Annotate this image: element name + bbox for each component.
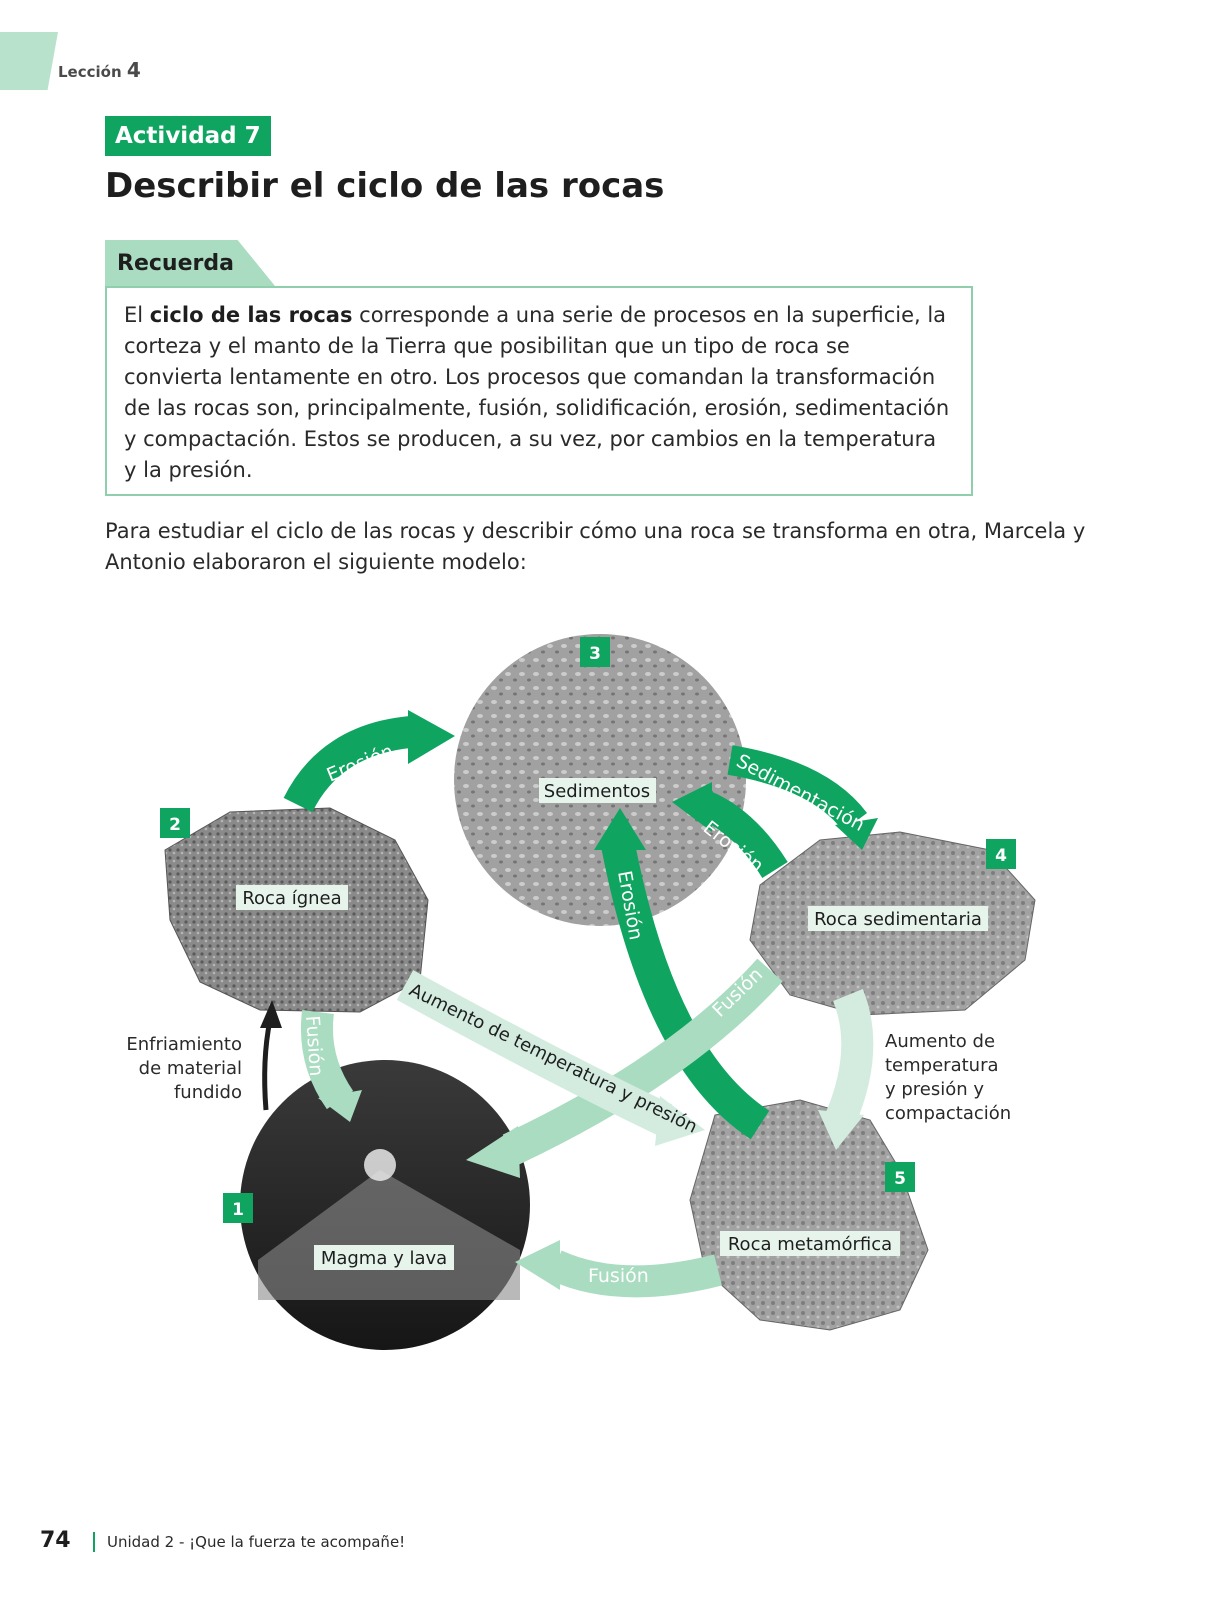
node-label-1: Magma y lava bbox=[314, 1245, 454, 1270]
svg-text:temperatura: temperatura bbox=[885, 1055, 999, 1076]
node-label-4: Roca sedimentaria bbox=[808, 906, 988, 931]
arrow-aumento-diag bbox=[396, 970, 705, 1146]
svg-text:1: 1 bbox=[232, 1200, 244, 1220]
svg-text:4: 4 bbox=[995, 846, 1007, 866]
recuerda-label: Recuerda bbox=[117, 251, 234, 276]
page-title: Describir el ciclo de las rocas bbox=[105, 166, 665, 206]
arrow-erosion-center bbox=[594, 808, 770, 1140]
svg-text:Enfriamiento: Enfriamiento bbox=[126, 1034, 242, 1055]
node-number-4: 4 bbox=[986, 839, 1016, 869]
arrow-compactacion bbox=[818, 989, 874, 1150]
arrow-enfriamiento bbox=[260, 1000, 282, 1111]
recuerda-text: El ciclo de las rocas corresponde a una … bbox=[124, 303, 950, 482]
svg-text:y presión y: y presión y bbox=[885, 1079, 984, 1100]
footer-divider bbox=[93, 1532, 95, 1552]
label-fusion-left: Fusión bbox=[301, 1015, 327, 1077]
intro-paragraph: Para estudiar el ciclo de las rocas y de… bbox=[105, 519, 1086, 574]
node-number-1: 1 bbox=[223, 1193, 253, 1223]
svg-text:2: 2 bbox=[169, 815, 181, 835]
arrow-sedimentacion bbox=[727, 745, 878, 850]
node-number-5: 5 bbox=[885, 1162, 915, 1192]
arrow-fusion-diag bbox=[466, 958, 783, 1178]
svg-text:Sedimentos: Sedimentos bbox=[544, 781, 650, 802]
svg-text:Roca ígnea: Roca ígnea bbox=[242, 888, 341, 909]
svg-text:Magma y lava: Magma y lava bbox=[321, 1248, 447, 1269]
svg-text:fundido: fundido bbox=[174, 1082, 242, 1103]
compactacion-text: Aumento de temperatura y presión y compa… bbox=[885, 1031, 1011, 1124]
node-label-2: Roca ígnea bbox=[236, 885, 348, 910]
arrow-fusion-left bbox=[300, 1010, 362, 1122]
node-number-3: 3 bbox=[580, 637, 610, 667]
svg-text:5: 5 bbox=[894, 1169, 906, 1189]
svg-text:Roca metamórfica: Roca metamórfica bbox=[728, 1234, 892, 1255]
page-number: 74 bbox=[40, 1528, 71, 1553]
node-5-metamorphic-rock-image bbox=[689, 1099, 929, 1331]
node-label-5: Roca metamórfica bbox=[720, 1231, 900, 1256]
lesson-label: Lección 4 bbox=[58, 58, 141, 82]
svg-text:de material: de material bbox=[139, 1058, 242, 1079]
enfriamiento-text: Enfriamiento de material fundido bbox=[126, 1034, 242, 1103]
svg-text:Aumento de: Aumento de bbox=[885, 1031, 995, 1052]
node-1-magma-image bbox=[240, 1060, 530, 1350]
arrow-erosion-top bbox=[283, 710, 455, 813]
node-label-3: Sedimentos bbox=[539, 778, 656, 803]
rock-cycle-diagram: Erosión Sedimentación Erosión Erosión Fu… bbox=[126, 634, 1036, 1350]
node-number-2: 2 bbox=[160, 808, 190, 838]
svg-text:3: 3 bbox=[589, 644, 601, 664]
arrow-erosion-right bbox=[672, 782, 788, 879]
recuerda-box bbox=[105, 286, 973, 496]
arrow-fusion-bottom bbox=[515, 1240, 722, 1298]
svg-text:compactación: compactación bbox=[885, 1103, 1011, 1124]
lesson-tab-shape bbox=[0, 32, 58, 90]
label-fusion-bottom: Fusión bbox=[588, 1265, 649, 1287]
activity-badge: Actividad 7 bbox=[105, 116, 271, 156]
recuerda-bold-term: ciclo de las rocas bbox=[149, 303, 353, 327]
svg-text:Roca sedimentaria: Roca sedimentaria bbox=[814, 909, 982, 930]
footer-unit-title: Unidad 2 - ¡Que la fuerza te acompañe! bbox=[107, 1533, 406, 1551]
